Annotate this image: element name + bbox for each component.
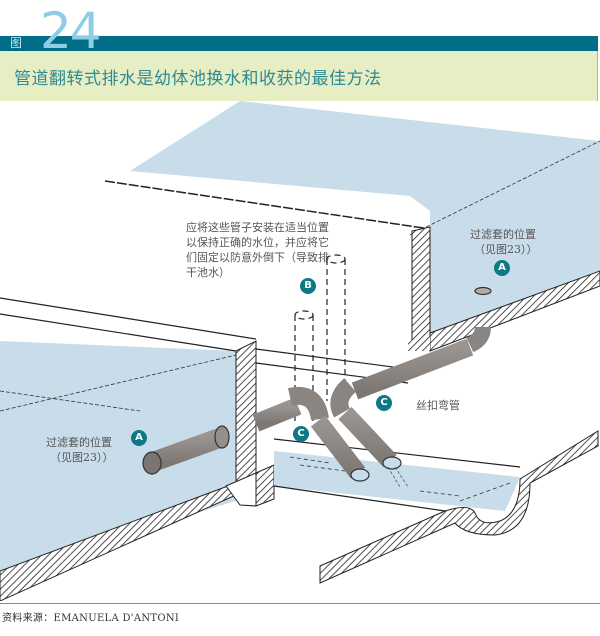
- upper-tank-water: [130, 101, 600, 333]
- filter-location-right-line-1: 过滤套的位置: [470, 228, 536, 241]
- badge-a-right: A: [494, 260, 510, 276]
- figure-prefix: 图: [10, 36, 23, 50]
- filter-location-left-line-1: 过滤套的位置: [46, 436, 112, 449]
- upper-tank-wall: [411, 226, 431, 342]
- pipe-installation-note-line-4: 干池水）: [186, 266, 230, 279]
- badge-b: B: [300, 278, 316, 294]
- title-band: 管道翻转式排水是幼体池换水和收获的最佳方法: [0, 51, 598, 101]
- left-pipe-inlet: [142, 451, 162, 475]
- threaded-elbow-label: 丝扣弯管: [416, 399, 460, 412]
- upper-tank: [104, 101, 600, 352]
- channel: [225, 348, 599, 584]
- pipe-drainage-diagram: [0, 101, 600, 601]
- figure-header-bar: [0, 36, 598, 51]
- pipe-installation-note-line-3: 们固定以防意外倒下（导致排: [186, 251, 329, 264]
- pipe-installation-note-line-1: 应将这些管子安装在适当位置: [186, 221, 329, 234]
- badge-c-right: C: [376, 395, 392, 411]
- source-credit: 资料来源：EMANUELA D'ANTONI: [2, 613, 180, 624]
- filter-location-left-line-2: （见图23））: [50, 451, 114, 464]
- right-pipe-inlet: [474, 286, 492, 296]
- standpipes-dashed: [294, 254, 346, 421]
- lower-tank-wall: [235, 340, 257, 484]
- badge-c-left: C: [293, 426, 309, 442]
- filter-location-right-line-2: （见图23））: [474, 243, 538, 256]
- channel-divider: [255, 464, 275, 507]
- water-stream: [387, 466, 409, 488]
- pipes: [142, 286, 492, 482]
- badge-a-left: A: [131, 430, 147, 446]
- figure-number: 24: [40, 2, 102, 60]
- figure-title: 管道翻转式排水是幼体池换水和收获的最佳方法: [14, 69, 382, 89]
- pipe-installation-note-line-2: 以保持正确的水位，并应将它: [186, 236, 329, 249]
- footer-divider: [0, 603, 600, 604]
- drain-gutter: [319, 430, 599, 584]
- lower-left-tank: [0, 297, 257, 601]
